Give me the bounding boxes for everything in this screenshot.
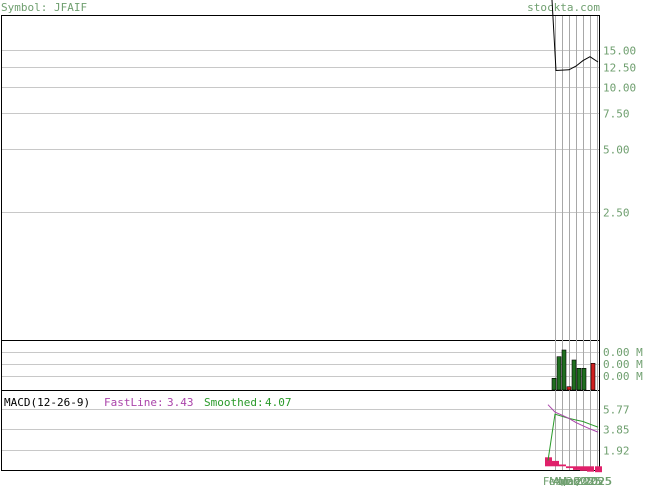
macd-name: MACD(12-26-9): [4, 396, 90, 409]
macd-histogram-bar: [595, 466, 602, 473]
volume-bar: [566, 386, 572, 391]
volume-bar: [556, 356, 562, 391]
site-name: stockta.com: [527, 1, 600, 14]
volume-bar: [561, 349, 567, 391]
volume-bar: [571, 359, 577, 391]
grid-lines: [2, 50, 599, 451]
x-axis-label: Feb 2025: [543, 475, 594, 486]
volume-panel: [1, 340, 600, 391]
x-axis-label: May 2025: [558, 475, 612, 486]
volume-tick-label: 0.00 M: [603, 370, 643, 383]
vertical-grid-lines: [555, 16, 598, 470]
macd-legend: MACD(12-26-9) FastLine: 3.43 Smoothed: 4…: [4, 396, 292, 409]
smoothed-label: Smoothed:: [204, 396, 264, 409]
volume-tick-label: 0.00 M: [603, 346, 643, 359]
macd-histogram-bar: [566, 466, 573, 469]
macd-tick-label: 5.77: [603, 404, 630, 417]
volume-bar: [551, 377, 557, 391]
volume-tick-label: 0.00 M: [603, 358, 643, 371]
price-line: [551, 0, 599, 72]
x-axis-label: Mar 2025: [549, 475, 601, 486]
smoothed-line: [547, 413, 599, 461]
price-tick-label: 15.00: [603, 45, 636, 58]
price-series: [551, 0, 599, 72]
price-tick-label: 10.00: [603, 82, 636, 95]
fastline-label: FastLine:: [104, 396, 164, 409]
price-tick-label: 7.50: [603, 108, 630, 121]
price-tick-label: 12.50: [603, 62, 636, 75]
smoothed-value: 4.07: [265, 396, 292, 409]
macd-histogram-bar: [573, 466, 580, 470]
macd-histogram-bar: [580, 466, 587, 471]
macd-histogram-bar: [545, 457, 552, 467]
macd-panel: [1, 390, 600, 471]
x-axis-label: Apr 2025: [553, 475, 604, 486]
volume-bar: [590, 362, 596, 391]
price-panel: [1, 15, 600, 341]
macd-series: [545, 404, 602, 473]
volume-series: [551, 349, 596, 391]
macd-histogram-bar: [552, 460, 559, 467]
symbol-label: Symbol: JFAIF: [1, 1, 87, 14]
volume-bar: [576, 367, 582, 391]
macd-tick-label: 1.92: [603, 445, 630, 458]
x-axis-label: Jun 2025: [562, 475, 612, 486]
macd-histogram-bar: [559, 464, 566, 467]
price-tick-label: 5.00: [603, 144, 630, 157]
volume-bar: [581, 367, 587, 391]
fastline-line: [547, 404, 599, 433]
macd-histogram-bar: [587, 466, 594, 472]
price-tick-label: 2.50: [603, 207, 630, 220]
fastline-value: 3.43: [167, 396, 194, 409]
macd-tick-label: 3.85: [603, 424, 630, 437]
